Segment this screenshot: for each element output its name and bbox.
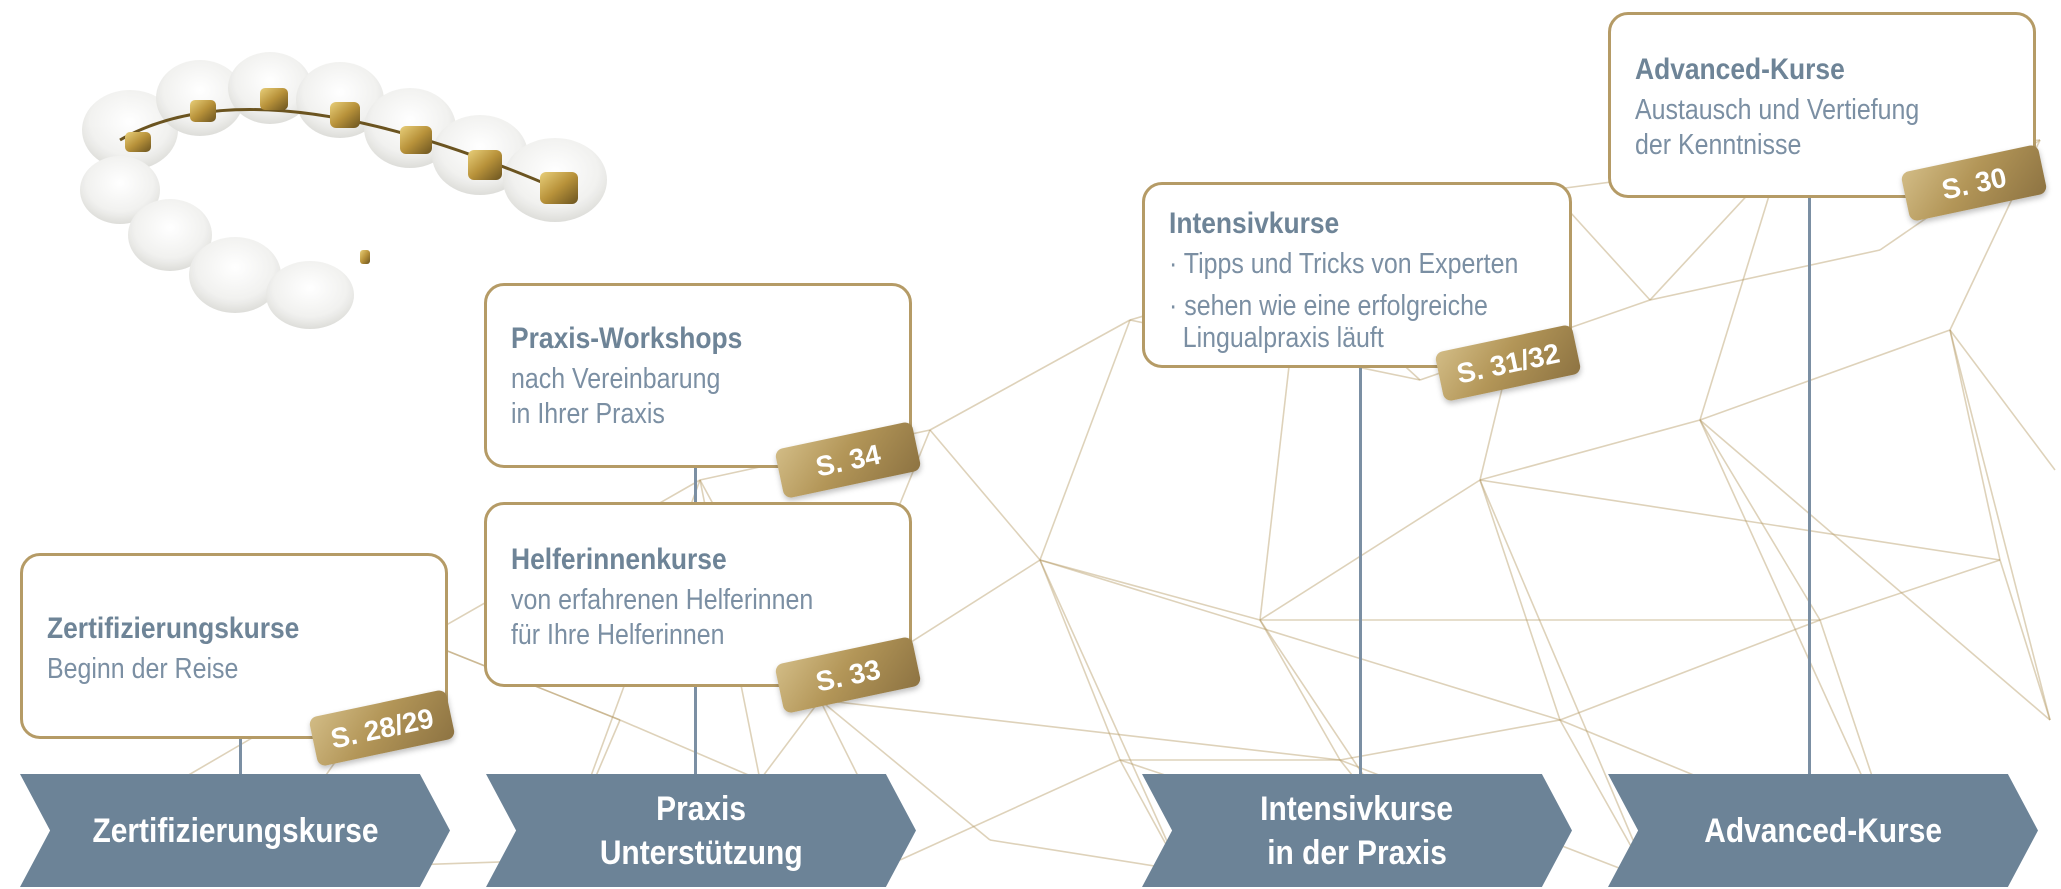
arrow-advanced-label: Advanced-Kurse (1704, 811, 1942, 850)
helferinnen-card-title: Helferinnenkurse (511, 543, 727, 576)
network-line (989, 839, 1181, 871)
arrow-advanced-kurse[interactable]: Advanced-Kurse (1608, 774, 2038, 887)
connector-line-advanced (1808, 195, 1811, 776)
network-line (819, 699, 991, 841)
network-line (1699, 329, 1951, 421)
intensiv-card-bullet2: · sehen wie eine erfolgreiche (1169, 290, 1488, 322)
zertifizierung-card-text: Beginn der Reise (47, 653, 239, 685)
connector-line-praxis-lower (694, 686, 697, 776)
network-line (1479, 479, 1651, 881)
network-line (1479, 479, 2001, 561)
advanced-card-line1: Austausch und Vertiefung (1635, 94, 1920, 126)
network-line (759, 699, 821, 781)
network-line (1649, 249, 1881, 301)
arrow-intensiv-line2: in der Praxis (1267, 833, 1447, 872)
network-line (1039, 559, 1181, 871)
workshops-card-title: Praxis-Workshops (511, 322, 743, 355)
advanced-card-line2: der Kenntnisse (1635, 129, 1802, 161)
intensiv-card-bullet1: · Tipps und Tricks von Experten (1169, 248, 1519, 280)
advanced-card-title: Advanced-Kurse (1635, 53, 1845, 86)
intensiv-card-bullet2-cont: Lingualpraxis läuft (1182, 322, 1384, 354)
connector-line-praxis-upper (694, 466, 697, 502)
network-line (1949, 329, 2001, 561)
helferinnen-card-line2: für Ihre Helferinnen (511, 619, 725, 651)
network-line (1479, 419, 1701, 481)
intensiv-card-title: Intensivkurse (1169, 207, 1340, 240)
connector-line-intensiv (1359, 366, 1362, 776)
helferinnen-card-line1: von erfahrenen Helferinnen (511, 584, 814, 616)
network-line (1949, 329, 2051, 721)
network-line (619, 719, 761, 781)
network-line (819, 699, 1341, 761)
arrow-zertifizierungskurse[interactable]: Zertifizierungskurse (20, 774, 450, 887)
arrow-intensivkurse[interactable]: Intensivkurse in der Praxis (1142, 774, 1572, 887)
network-line (1949, 329, 2056, 471)
arrow-zertifizierungskurse-label: Zertifizierungskurse (91, 811, 378, 850)
workshops-card-line2: in Ihrer Praxis (511, 398, 665, 430)
network-line (1699, 419, 2051, 721)
network-line (899, 759, 1121, 861)
network-line (1999, 559, 2051, 721)
teeth-braces-image (80, 52, 607, 329)
arrow-praxis-line2: Unterstützung (599, 833, 803, 872)
network-line (1039, 319, 1131, 561)
arrow-praxis-unterstuetzung[interactable]: Praxis Unterstützung (486, 774, 916, 887)
network-line (1039, 559, 1561, 721)
network-line (1479, 479, 1561, 721)
arrow-intensiv-line1: Intensivkurse (1260, 789, 1454, 828)
network-line (929, 319, 1131, 431)
workshops-card-line1: nach Vereinbarung (511, 363, 721, 395)
network-line (1259, 619, 1341, 761)
zertifizierung-card-title: Zertifizierungskurse (47, 612, 300, 645)
intensiv-card: Intensivkurse · Tipps und Tricks von Exp… (1142, 182, 1572, 368)
network-line (1339, 719, 1561, 761)
arrow-praxis-line1: Praxis (656, 789, 746, 828)
network-line (1819, 559, 2001, 621)
zertifizierung-card: Zertifizierungskurse Beginn der Reise (20, 553, 448, 739)
network-line (1699, 419, 1821, 621)
network-line (1039, 559, 1261, 621)
connector-line-zertifizierung (239, 738, 242, 778)
network-line (1259, 479, 1481, 621)
network-line (1559, 619, 1821, 721)
network-line (929, 429, 1041, 561)
network-line (1699, 159, 1781, 421)
network-line (1039, 559, 1121, 761)
